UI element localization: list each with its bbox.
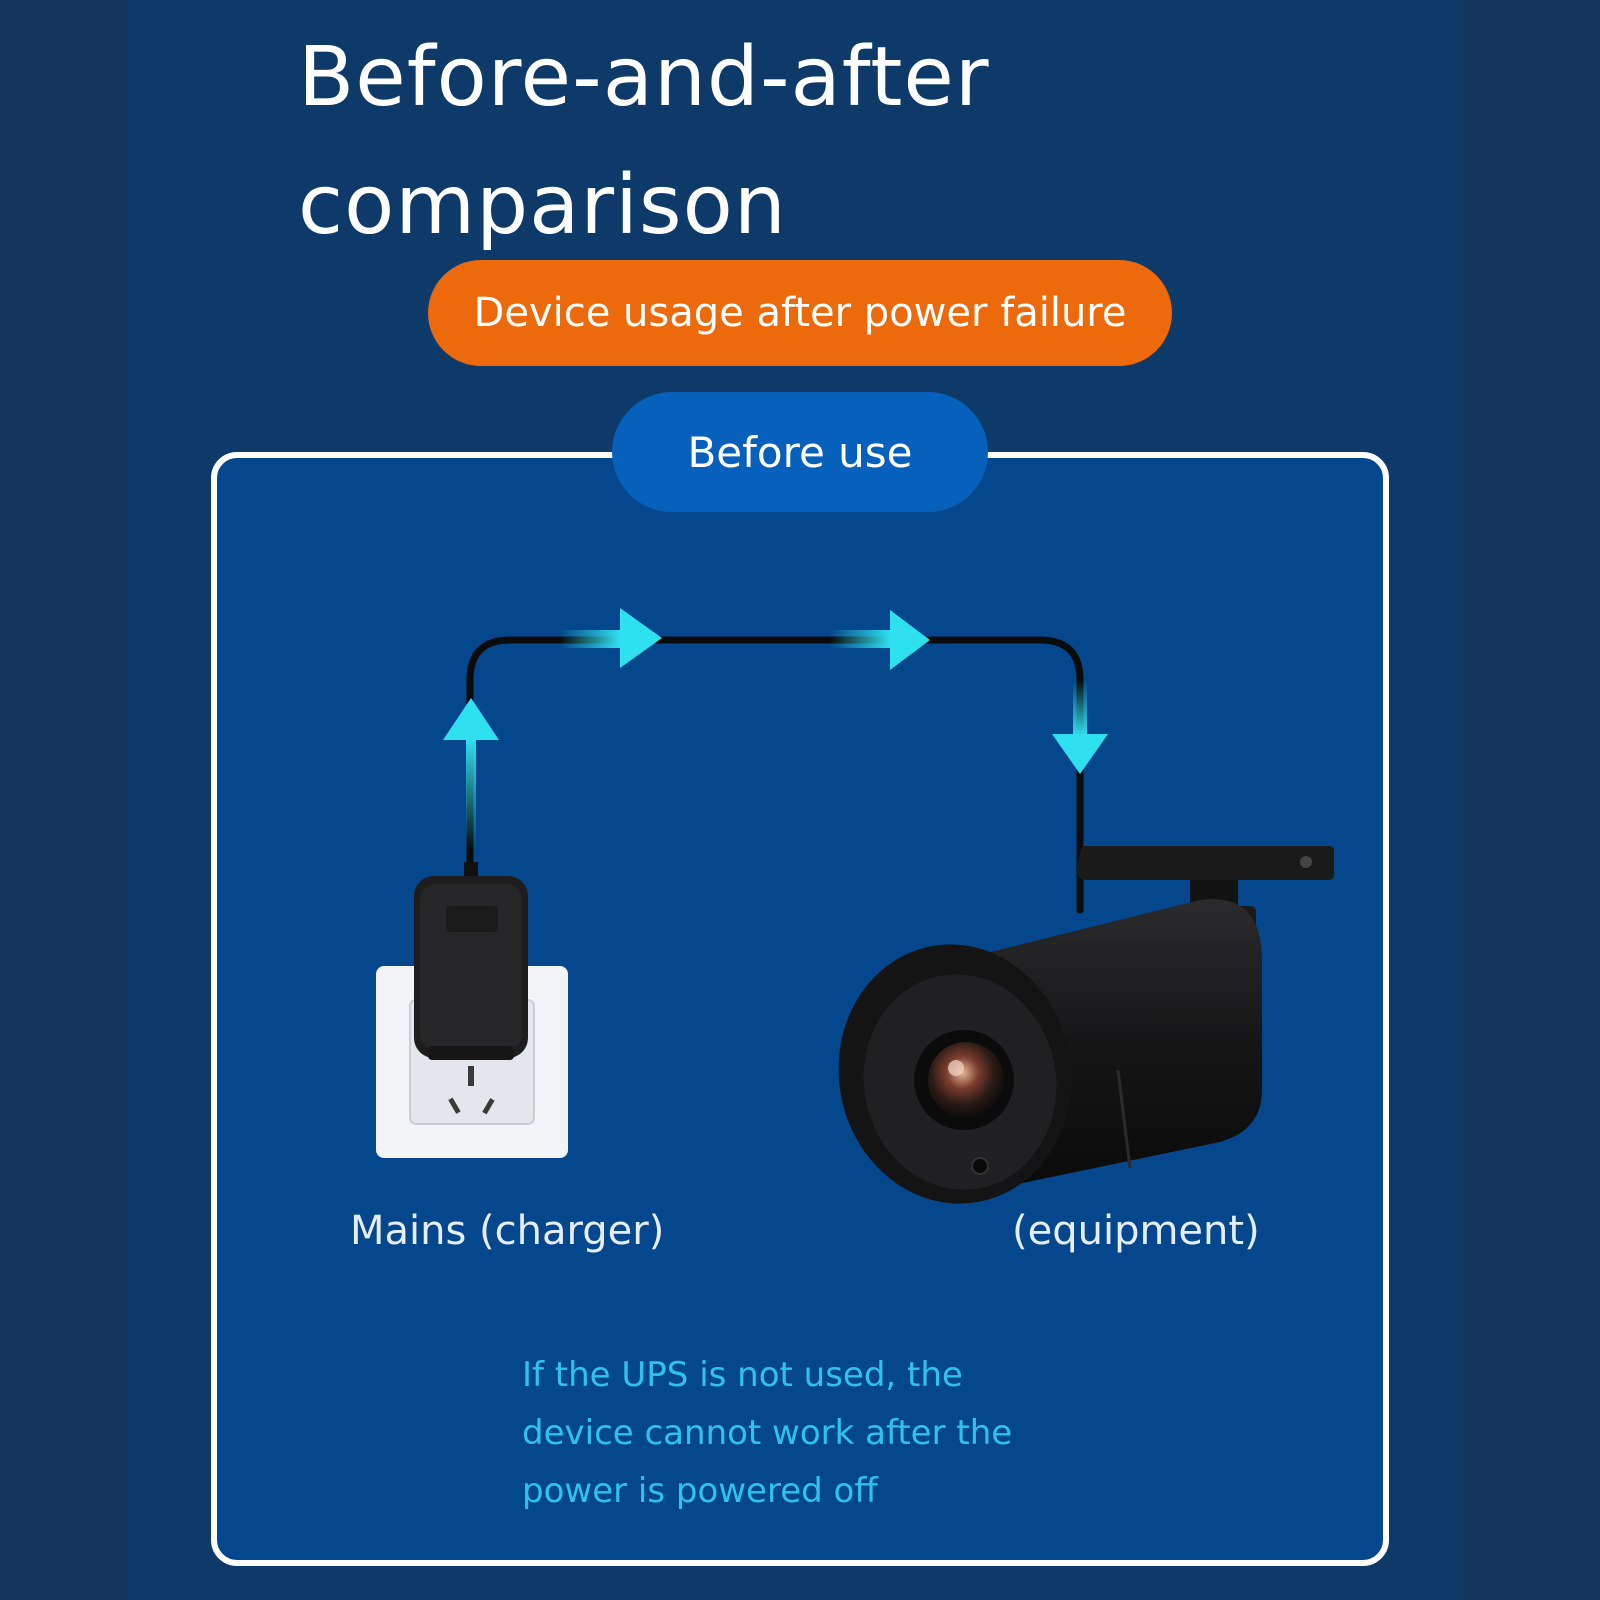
flow-arrow-icon	[1052, 680, 1108, 774]
flow-arrow-icon	[443, 698, 499, 850]
note-line-2: device cannot work after the	[522, 1413, 1013, 1453]
state-badge: Before use	[612, 392, 988, 512]
title-line-2: comparison	[298, 158, 787, 253]
bullet-camera-icon	[838, 846, 1334, 1204]
title-line-1: Before-and-after	[298, 30, 990, 125]
page-title: Before-and-after comparison	[298, 14, 1298, 270]
note-line-1: If the UPS is not used, the	[522, 1355, 963, 1395]
source-label: Mains (charger)	[350, 1208, 665, 1254]
power-cable	[466, 636, 1084, 914]
flow-arrow-icon	[560, 608, 662, 668]
note-text: If the UPS is not used, the device canno…	[522, 1346, 1082, 1520]
note-line-3: power is powered off	[522, 1471, 878, 1511]
flow-arrow-icon	[830, 610, 930, 670]
section-badge: Device usage after power failure	[428, 260, 1172, 366]
target-label: (equipment)	[1012, 1208, 1260, 1254]
power-adapter-icon	[414, 862, 528, 1060]
